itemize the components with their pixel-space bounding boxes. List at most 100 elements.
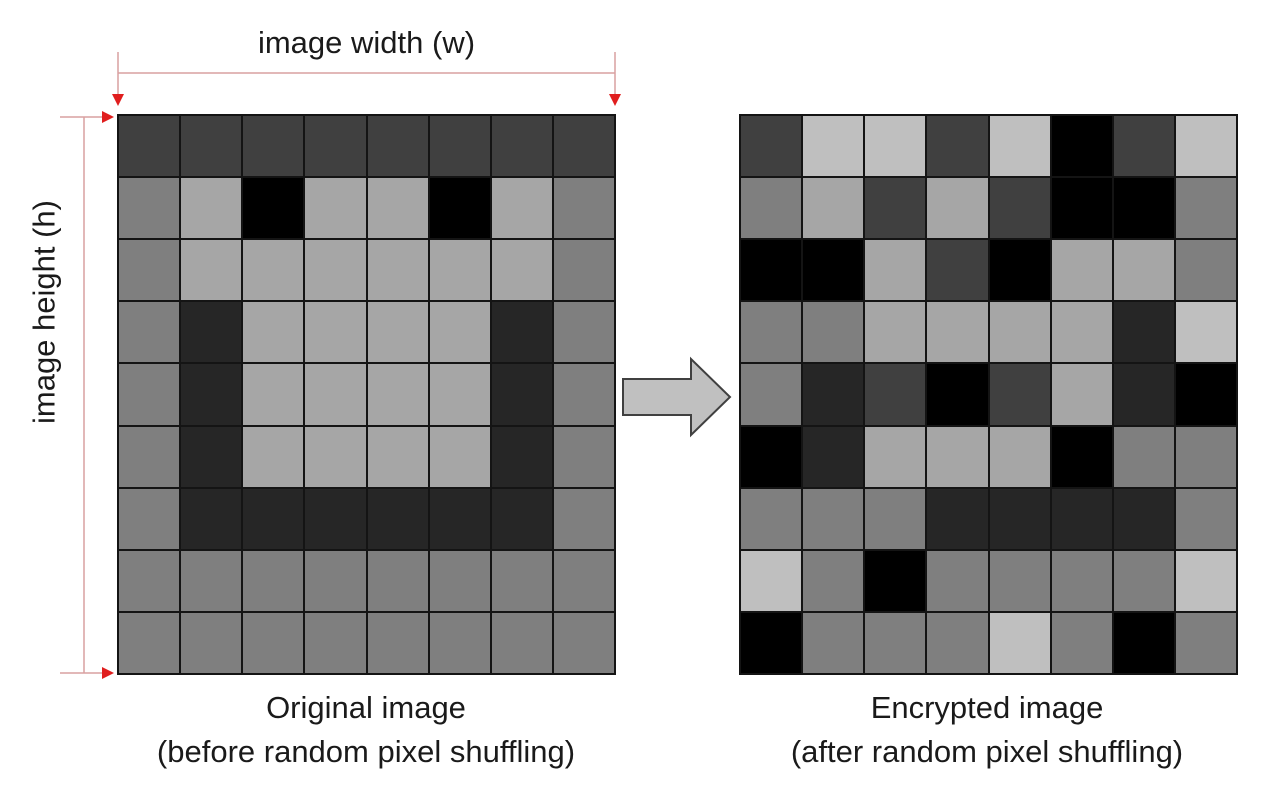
encrypted-pixel-cell	[741, 240, 802, 301]
original-pixel-cell	[305, 612, 366, 673]
original-pixel-cell	[553, 550, 614, 611]
encrypted-pixel-cell	[989, 178, 1050, 239]
image-height-label: image height (h)	[26, 199, 62, 425]
original-pixel-cell	[367, 116, 428, 177]
arrowhead-icon	[102, 111, 114, 123]
shuffle-arrow-icon	[622, 356, 732, 438]
encrypted-pixel-cell	[741, 612, 802, 673]
original-pixel-cell	[367, 240, 428, 301]
original-pixel-cell	[429, 178, 490, 239]
encrypted-pixel-cell	[989, 240, 1050, 301]
original-pixel-cell	[181, 116, 242, 177]
original-pixel-cell	[119, 488, 180, 549]
encrypted-caption-subtitle: (after random pixel shuffling)	[790, 734, 1184, 769]
original-pixel-cell	[367, 302, 428, 363]
original-pixel-cell	[491, 364, 552, 425]
encrypted-pixel-cell	[865, 426, 926, 487]
original-pixel-cell	[491, 488, 552, 549]
original-pixel-cell	[243, 302, 304, 363]
encrypted-pixel-cell	[1175, 178, 1236, 239]
original-pixel-cell	[553, 426, 614, 487]
original-pixel-cell	[243, 178, 304, 239]
encrypted-pixel-cell	[1113, 550, 1174, 611]
original-pixel-cell	[305, 364, 366, 425]
encrypted-pixel-cell	[865, 488, 926, 549]
encrypted-pixel-cell	[1113, 426, 1174, 487]
encrypted-pixel-cell	[1175, 116, 1236, 177]
original-pixel-cell	[367, 178, 428, 239]
original-pixel-cell	[119, 426, 180, 487]
original-pixel-cell	[553, 364, 614, 425]
encrypted-image-grid	[739, 114, 1238, 675]
encrypted-pixel-cell	[927, 116, 988, 177]
original-pixel-cell	[181, 612, 242, 673]
original-pixel-cell	[305, 488, 366, 549]
original-pixel-cell	[181, 178, 242, 239]
original-pixel-cell	[367, 488, 428, 549]
original-pixel-cell	[305, 426, 366, 487]
encrypted-pixel-cell	[741, 302, 802, 363]
original-pixel-cell	[553, 302, 614, 363]
encrypted-pixel-cell	[1051, 116, 1112, 177]
height-dimension-line	[60, 111, 114, 679]
encrypted-pixel-cell	[741, 116, 802, 177]
original-pixel-cell	[491, 240, 552, 301]
encrypted-pixel-cell	[989, 116, 1050, 177]
encrypted-pixel-cell	[927, 488, 988, 549]
original-pixel-cell	[243, 550, 304, 611]
encrypted-pixel-cell	[1113, 488, 1174, 549]
encrypted-pixel-cell	[1051, 240, 1112, 301]
original-pixel-cell	[367, 364, 428, 425]
encrypted-caption-title: Encrypted image	[870, 690, 1104, 725]
encrypted-pixel-cell	[1175, 612, 1236, 673]
original-pixel-cell	[243, 240, 304, 301]
original-pixel-cell	[429, 426, 490, 487]
original-pixel-cell	[243, 426, 304, 487]
encrypted-pixel-cell	[1175, 426, 1236, 487]
arrowhead-icon	[609, 94, 621, 106]
encrypted-pixel-cell	[803, 302, 864, 363]
encrypted-pixel-cell	[989, 488, 1050, 549]
original-pixel-cell	[119, 612, 180, 673]
original-pixel-cell	[429, 550, 490, 611]
original-pixel-cell	[491, 116, 552, 177]
encrypted-pixel-cell	[1113, 178, 1174, 239]
original-pixel-cell	[429, 116, 490, 177]
encrypted-image-caption: Encrypted image (after random pixel shuf…	[687, 686, 1274, 774]
encrypted-pixel-cell	[989, 550, 1050, 611]
encrypted-pixel-cell	[865, 550, 926, 611]
original-pixel-cell	[305, 240, 366, 301]
encrypted-pixel-cell	[865, 178, 926, 239]
encrypted-pixel-cell	[927, 612, 988, 673]
original-pixel-cell	[367, 612, 428, 673]
original-pixel-cell	[119, 364, 180, 425]
encrypted-pixel-cell	[741, 426, 802, 487]
original-image-caption: Original image (before random pixel shuf…	[66, 686, 666, 774]
original-pixel-cell	[181, 426, 242, 487]
original-pixel-cell	[119, 240, 180, 301]
encrypted-pixel-cell	[1051, 612, 1112, 673]
encrypted-pixel-cell	[1051, 364, 1112, 425]
original-pixel-cell	[305, 550, 366, 611]
original-pixel-cell	[243, 364, 304, 425]
original-caption-subtitle: (before random pixel shuffling)	[156, 734, 576, 769]
encrypted-pixel-cell	[927, 550, 988, 611]
arrowhead-icon	[102, 667, 114, 679]
original-pixel-cell	[181, 302, 242, 363]
encrypted-pixel-cell	[865, 116, 926, 177]
encrypted-pixel-cell	[803, 488, 864, 549]
arrowhead-icon	[112, 94, 124, 106]
original-pixel-cell	[429, 364, 490, 425]
original-caption-title: Original image	[266, 690, 466, 725]
original-pixel-cell	[243, 612, 304, 673]
original-pixel-cell	[553, 240, 614, 301]
encrypted-pixel-cell	[927, 240, 988, 301]
encrypted-pixel-cell	[803, 116, 864, 177]
encrypted-pixel-cell	[1175, 550, 1236, 611]
encrypted-pixel-cell	[1051, 426, 1112, 487]
encrypted-pixel-cell	[1051, 178, 1112, 239]
original-pixel-cell	[181, 550, 242, 611]
original-pixel-cell	[119, 550, 180, 611]
original-pixel-cell	[367, 550, 428, 611]
original-pixel-cell	[491, 178, 552, 239]
